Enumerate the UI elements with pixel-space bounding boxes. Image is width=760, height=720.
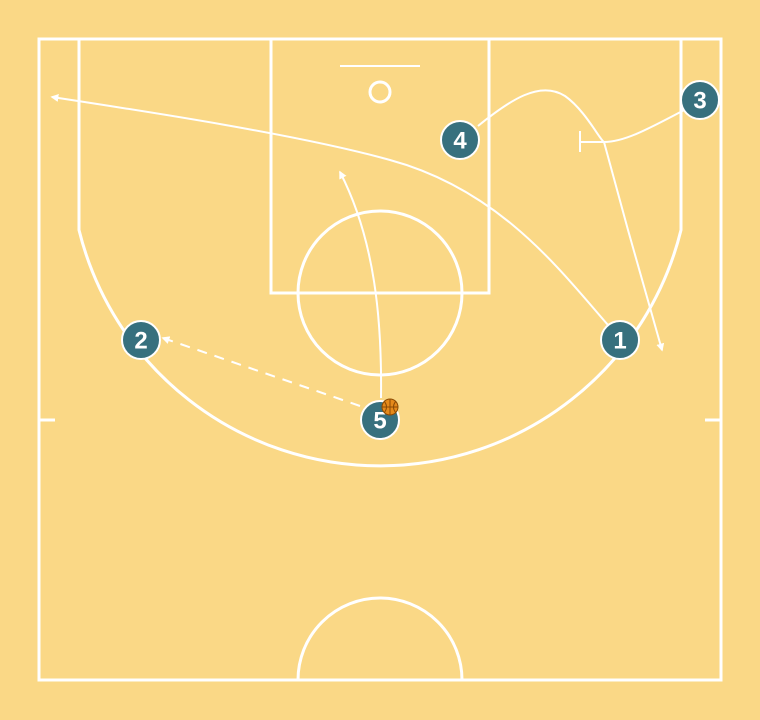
player-1-cut-path [50,94,609,326]
player-1-marker [600,320,640,360]
player-2[interactable]: 2 [121,320,161,360]
player-2-label: 2 [134,328,147,355]
player-3-cut-path [580,107,689,350]
basketball-icon [381,398,399,416]
player-3[interactable]: 3 [680,80,720,120]
player-4[interactable]: 4 [440,120,480,160]
basket-rim [368,80,392,104]
player-1[interactable]: 1 [600,320,640,360]
player-5[interactable]: 5 [360,398,400,440]
player-4-screen-path [477,89,605,143]
free-throw-circle [296,209,464,377]
player-5-label: 5 [373,408,386,435]
player-4-marker [440,120,480,160]
player-2-marker [121,320,161,360]
player-3-marker [680,80,720,120]
player-5-cut-path [339,170,383,399]
player-1-label: 1 [613,328,626,355]
player-4-label: 4 [453,128,467,155]
play-actions [50,89,689,407]
player-3-label: 3 [693,88,706,115]
paint-lane [269,37,491,295]
players: 1 2 3 4 5 [121,80,720,440]
center-circle [296,596,464,681]
